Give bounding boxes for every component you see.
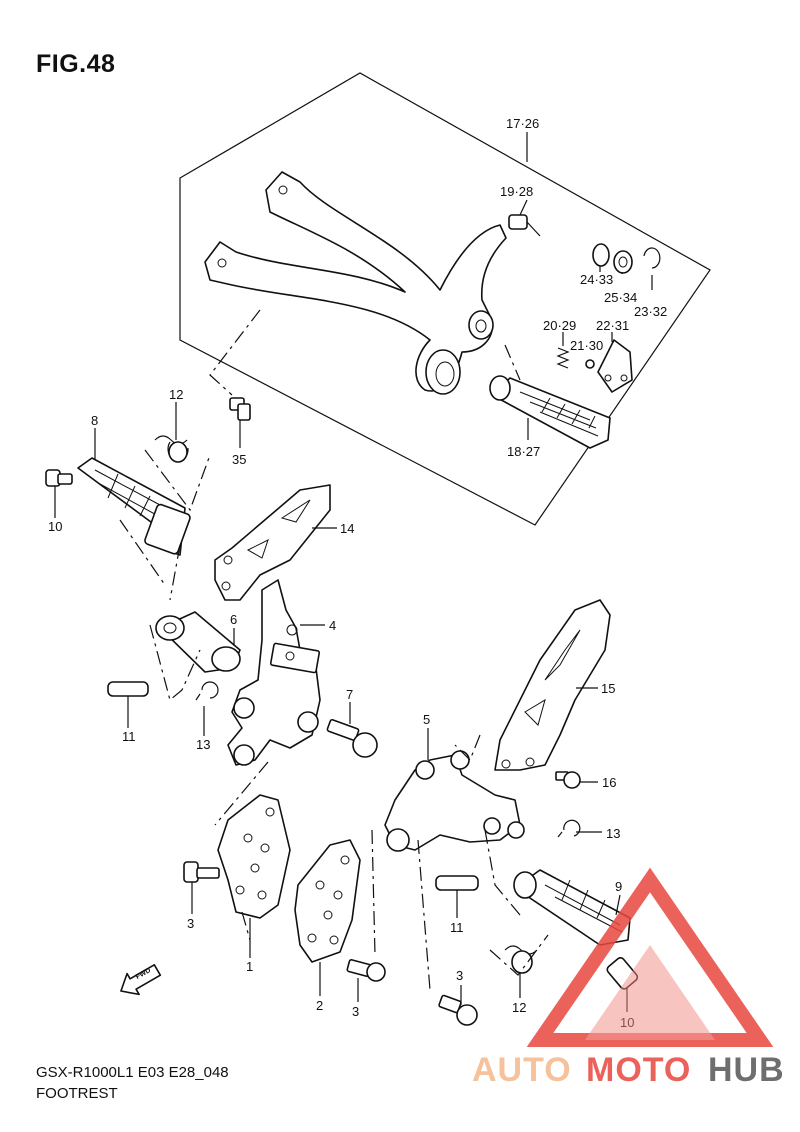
- label-7: 7: [346, 687, 353, 702]
- footrest-bracket-5: [384, 750, 525, 852]
- plate-1: [217, 794, 291, 919]
- washer-25: [613, 250, 633, 274]
- footrest-bracket-4: [227, 579, 321, 766]
- label-22-31: 22·31: [596, 318, 629, 333]
- clip-13b: [557, 819, 581, 838]
- passenger-bracket: [204, 171, 507, 395]
- figure-caption: FOOTREST: [36, 1085, 118, 1102]
- label-5: 5: [423, 712, 430, 727]
- pin-11a: [107, 681, 149, 697]
- washer-24: [592, 243, 610, 267]
- bolt-10a: [45, 469, 73, 487]
- detent-spring-20: [556, 347, 570, 369]
- model-code: GSX-R1000L1 E03 E28_048: [36, 1064, 229, 1081]
- heel-guard-14: [214, 484, 331, 601]
- label-3-right-upper: 3: [456, 968, 463, 983]
- label-20-29: 20·29: [543, 318, 576, 333]
- label-15: 15: [601, 681, 615, 696]
- label-18-27: 18·27: [507, 444, 540, 459]
- bolt-16: [555, 771, 581, 789]
- bolt-3c: [438, 994, 478, 1026]
- rider-footpeg-9: [513, 869, 631, 946]
- forward-arrow: [120, 964, 162, 996]
- label-12-lower: 12: [512, 1000, 526, 1015]
- pivot-pin-19: [508, 214, 541, 237]
- bolt-35: [229, 397, 251, 421]
- watermark-auto: AUTO: [472, 1051, 572, 1089]
- pin-11b: [435, 875, 479, 891]
- bolt-7: [326, 718, 378, 758]
- label-21-30: 21·30: [570, 338, 603, 353]
- assembly-box: [179, 72, 711, 526]
- return-spring-12a: [154, 435, 189, 463]
- label-2: 2: [316, 998, 323, 1013]
- label-1: 1: [246, 959, 253, 974]
- plate-2: [294, 839, 361, 963]
- clip-13a: [195, 681, 219, 701]
- label-17-26: 17·26: [506, 116, 539, 131]
- label-24-33: 24·33: [580, 272, 613, 287]
- watermark-hub: HUB: [708, 1051, 785, 1089]
- detent-plate-22: [597, 339, 633, 393]
- label-25-34: 25·34: [604, 290, 637, 305]
- label-4: 4: [329, 618, 336, 633]
- label-23-32: 23·32: [634, 304, 667, 319]
- bolt-3a: [183, 861, 220, 883]
- figure-title: FIG.48: [36, 50, 116, 78]
- return-spring-12b: [504, 945, 538, 974]
- heel-guard-15: [494, 599, 611, 771]
- passenger-footpeg-18: [489, 375, 611, 449]
- label-10-left: 10: [48, 519, 62, 534]
- label-13-left: 13: [196, 737, 210, 752]
- watermark-logo: AUTO MOTO HUB: [472, 867, 785, 1089]
- label-8: 8: [91, 413, 98, 428]
- part-labels: 17·26 19·28 24·33 25·34 23·32 20·29 22·3…: [48, 116, 667, 1030]
- label-6: 6: [230, 612, 237, 627]
- label-3-left: 3: [187, 916, 194, 931]
- watermark-moto: MOTO: [586, 1051, 691, 1089]
- label-35: 35: [232, 452, 246, 467]
- pivot-6: [155, 611, 241, 673]
- label-3-center: 3: [352, 1004, 359, 1019]
- label-14: 14: [340, 521, 354, 536]
- bolt-3b: [346, 959, 386, 982]
- rider-footpeg-8: [77, 457, 191, 556]
- label-16: 16: [602, 775, 616, 790]
- detent-ball-21: [585, 359, 595, 369]
- label-11-right: 11: [450, 920, 464, 935]
- label-19-28: 19·28: [500, 184, 533, 199]
- label-13-right: 13: [606, 826, 620, 841]
- label-9: 9: [615, 879, 622, 894]
- label-11-left: 11: [122, 729, 136, 744]
- e-clip-23: [643, 247, 661, 269]
- label-12-upper: 12: [169, 387, 183, 402]
